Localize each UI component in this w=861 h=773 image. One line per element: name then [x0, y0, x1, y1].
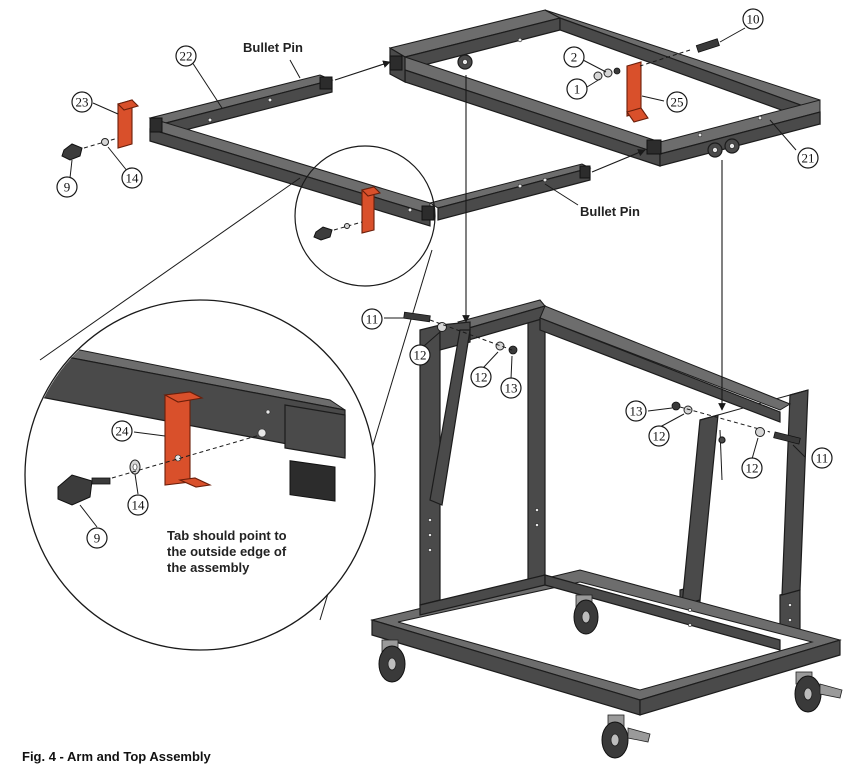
detail-source-circle	[294, 145, 436, 287]
tab-note-line-3: the assembly	[167, 560, 250, 575]
svg-text:1: 1	[574, 82, 581, 97]
callout-9-top: 9	[56, 176, 78, 198]
svg-text:12: 12	[475, 370, 488, 385]
callout-2: 2	[563, 46, 585, 68]
leader-lines	[69, 27, 806, 528]
callout-13-left: 13	[500, 377, 522, 399]
arm-assembly-22	[148, 74, 592, 227]
knob-9-top	[61, 137, 119, 161]
cart-hardware	[403, 311, 801, 445]
tab-note-line-2: the outside edge of	[167, 544, 287, 559]
base-cart	[370, 299, 843, 759]
zoom-line-a	[39, 177, 301, 361]
svg-text:22: 22	[180, 49, 193, 64]
callout-11-left: 11	[361, 308, 383, 330]
callout-13-right: 13	[625, 400, 647, 422]
arrow-arm-to-top-front	[591, 149, 646, 173]
svg-text:25: 25	[671, 95, 684, 110]
svg-text:13: 13	[630, 404, 643, 419]
callout-14-zoom: 14	[127, 494, 149, 516]
tab-note-line-1: Tab should point to	[167, 528, 287, 543]
caster-front-right	[601, 714, 651, 759]
bullet-pin-label-top: Bullet Pin	[243, 40, 303, 55]
svg-text:24: 24	[116, 424, 130, 439]
svg-text:21: 21	[802, 151, 815, 166]
callout-12-left-a: 12	[409, 344, 431, 366]
callout-9-zoom: 9	[86, 527, 108, 549]
arrow-arm-to-top-back	[334, 60, 391, 81]
figure-caption: Fig. 4 - Arm and Top Assembly	[22, 749, 212, 764]
svg-text:11: 11	[366, 312, 379, 327]
callout-24: 24	[111, 420, 133, 442]
callout-23: 23	[71, 91, 93, 113]
svg-text:9: 9	[64, 180, 71, 195]
svg-text:11: 11	[816, 451, 829, 466]
caster-back-left	[573, 594, 599, 635]
callout-1: 1	[566, 78, 588, 100]
svg-text:9: 9	[94, 531, 101, 546]
svg-text:14: 14	[132, 498, 146, 513]
bracket-small-preview	[360, 186, 382, 234]
callout-12-left-b: 12	[470, 366, 492, 388]
svg-text:23: 23	[76, 95, 89, 110]
callout-14-top: 14	[121, 167, 143, 189]
svg-text:10: 10	[747, 12, 760, 27]
bracket-23	[116, 99, 140, 149]
svg-text:12: 12	[414, 348, 427, 363]
svg-text:2: 2	[571, 50, 578, 65]
callout-25: 25	[666, 91, 688, 113]
callout-10: 10	[742, 8, 764, 30]
svg-text:13: 13	[505, 381, 518, 396]
svg-text:14: 14	[126, 171, 140, 186]
caster-back-right	[794, 671, 843, 713]
svg-text:12: 12	[746, 461, 759, 476]
zoom-detail	[24, 299, 376, 651]
callout-12-right-b: 12	[741, 457, 763, 479]
callout-11-right: 11	[811, 447, 833, 469]
bracket-25	[626, 61, 649, 123]
callout-21: 21	[797, 147, 819, 169]
bolt-10	[639, 38, 720, 67]
caster-front-left	[378, 639, 406, 683]
svg-text:12: 12	[653, 429, 666, 444]
hardware-1-2	[593, 67, 621, 81]
callout-12-right-a: 12	[648, 425, 670, 447]
callout-22: 22	[175, 45, 197, 67]
top-frame-21	[388, 9, 821, 167]
bullet-pin-label-mid: Bullet Pin	[580, 204, 640, 219]
